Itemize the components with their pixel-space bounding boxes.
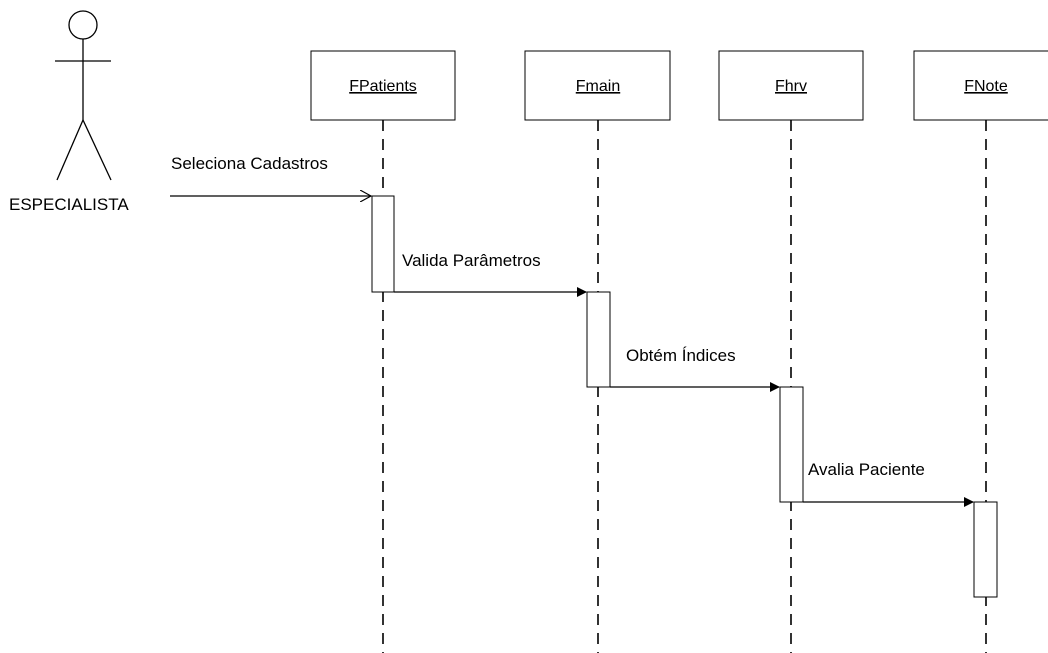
lifeline-fnote: FNote xyxy=(913,50,1048,653)
lifeline-label-fnote: FNote xyxy=(964,78,1008,95)
activation-box-fhrv xyxy=(779,386,804,503)
message-valida-parametros: Valida Parâmetros xyxy=(394,251,587,297)
lifeline-label-fhrv: Fhrv xyxy=(775,78,807,95)
message-label: Valida Parâmetros xyxy=(402,251,541,270)
lifeline-fmain: Fmain xyxy=(524,50,671,653)
message-label: Seleciona Cadastros xyxy=(171,154,328,173)
lifeline-head-box[interactable] xyxy=(718,50,864,121)
lifeline-fpatients: FPatients xyxy=(310,50,456,653)
message-avalia-paciente: Avalia Paciente xyxy=(803,460,974,507)
lifeline-label-fmain: Fmain xyxy=(576,78,620,95)
actor-label: ESPECIALISTA xyxy=(9,195,129,214)
message-label: Avalia Paciente xyxy=(808,460,925,479)
activation-box-fmain xyxy=(586,291,611,388)
actor-right-leg xyxy=(82,119,112,181)
actor-stick-figure xyxy=(55,10,112,181)
activation-box-fnote xyxy=(973,501,998,598)
lifeline-head-box[interactable] xyxy=(310,50,456,121)
lifeline-fhrv: Fhrv xyxy=(718,50,864,653)
actor-left-leg xyxy=(56,119,84,181)
lifeline-label-fpatients: FPatients xyxy=(349,78,417,95)
lifeline-head-box[interactable] xyxy=(524,50,671,121)
message-obtem-indices: Obtém Índices xyxy=(610,346,780,392)
message-label: Obtém Índices xyxy=(626,346,736,365)
lifeline-head-box[interactable] xyxy=(913,50,1048,121)
actor-head xyxy=(68,10,98,40)
activation-box-fpatients xyxy=(371,195,395,293)
message-seleciona-cadastros: Seleciona Cadastros xyxy=(170,154,371,196)
